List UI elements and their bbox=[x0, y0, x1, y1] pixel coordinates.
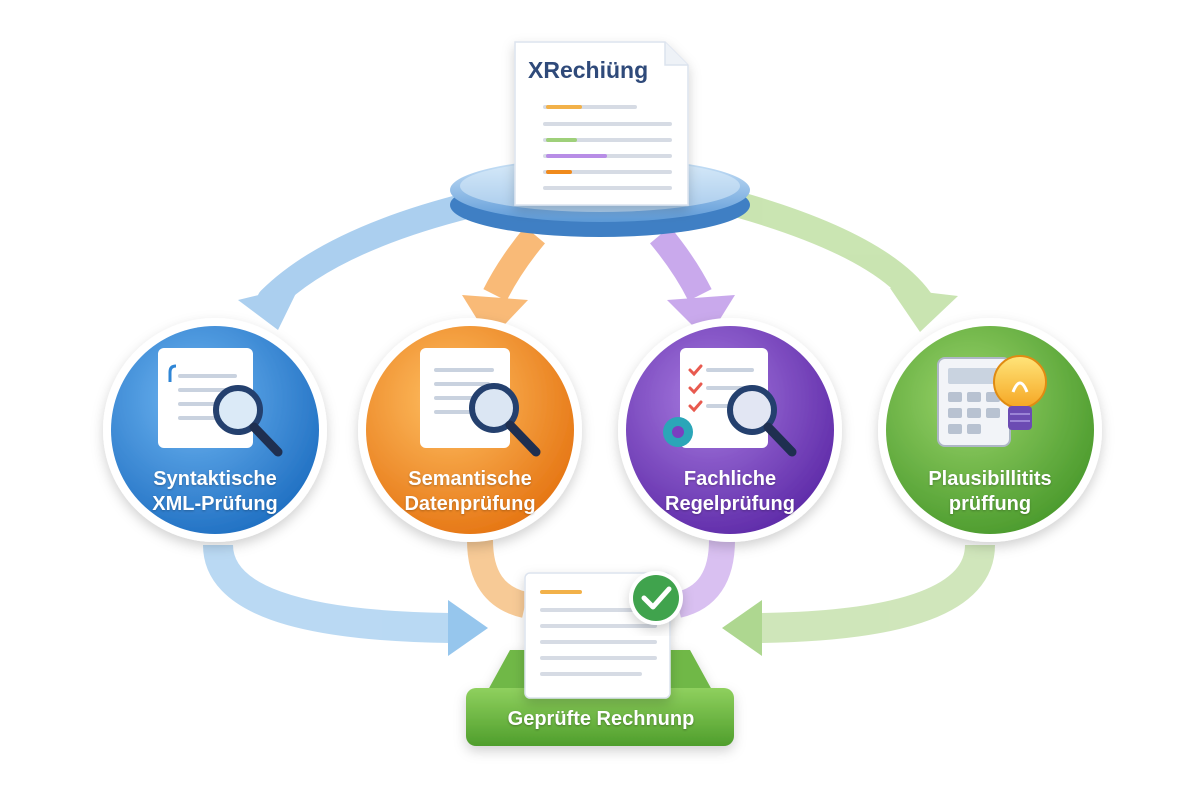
checkmark-icon bbox=[629, 571, 683, 625]
document-search-icon bbox=[158, 348, 283, 457]
arrowhead-rules bbox=[667, 295, 735, 340]
step-rules-label: Fachliche Regelprüfung bbox=[630, 467, 830, 517]
step-semantic-label: Semantische Datenprüfung bbox=[370, 467, 570, 517]
step-plausibility-label-line2: prüffung bbox=[948, 493, 1032, 515]
step-plausibility-label: Plausibillitits prüffung bbox=[890, 467, 1090, 517]
arrow-from-semantic bbox=[467, 539, 529, 618]
step-rules-label-line1: Fachliche bbox=[683, 468, 777, 490]
calculator-lightbulb-icon bbox=[937, 355, 1047, 447]
step-syntax-label: Syntaktische XML-Prüfung bbox=[115, 467, 315, 517]
arrowhead-from-plausibility bbox=[722, 600, 762, 656]
step-plausibility-label-line1: Plausibillitits bbox=[928, 468, 1052, 490]
arrowhead-syntax bbox=[238, 285, 300, 330]
arrow-from-rules bbox=[674, 539, 735, 618]
arrow-to-rules bbox=[649, 226, 712, 301]
result-label: Geprüfte Rechnunp bbox=[507, 708, 695, 730]
document-search-icon bbox=[420, 348, 541, 457]
arrow-to-plausibility bbox=[727, 192, 933, 313]
arrowhead-semantic bbox=[462, 295, 528, 340]
arrow-from-plausibility bbox=[759, 543, 995, 643]
arrow-to-semantic bbox=[483, 226, 546, 301]
source-document-title: XRechiüng bbox=[528, 57, 649, 83]
step-syntax-label-line2: XML-Prüfung bbox=[152, 493, 278, 515]
arrowhead-plausibility bbox=[890, 288, 958, 332]
step-syntax-label-line1: Syntaktische bbox=[153, 468, 277, 490]
arrowhead-from-syntax bbox=[448, 600, 488, 656]
step-semantic-label-line2: Datenprüfung bbox=[404, 493, 536, 515]
arrow-from-syntax bbox=[203, 543, 451, 643]
top-arrows bbox=[238, 192, 958, 340]
arrow-to-syntax bbox=[257, 192, 483, 313]
gear-icon bbox=[663, 417, 693, 447]
bottom-arrows bbox=[203, 539, 995, 656]
step-rules-label-line2: Regelprüfung bbox=[665, 493, 795, 515]
step-semantic-label-line1: Semantische bbox=[408, 468, 532, 490]
checklist-search-icon bbox=[663, 348, 797, 457]
source-document-icon bbox=[514, 41, 689, 206]
